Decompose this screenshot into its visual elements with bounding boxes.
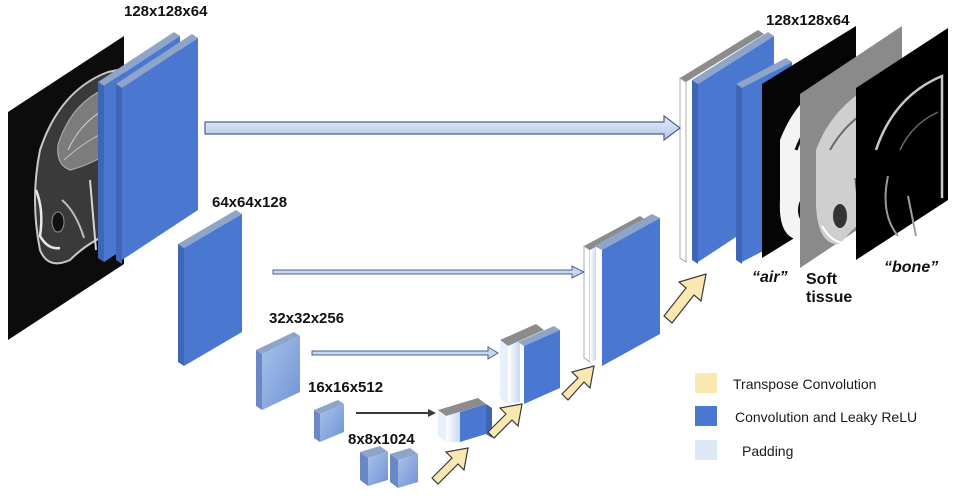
bottleneck-block-8 [360,446,418,488]
legend-label-conv: Convolution and Leaky ReLU [735,409,917,425]
size-label-64: 64x64x128 [212,194,287,211]
output-bone-image [856,28,948,260]
output-label-soft: Soft [806,271,838,288]
decoder-block-16 [438,398,492,442]
legend-label-padding: Padding [742,443,793,459]
size-label-8: 8x8x1024 [348,431,415,448]
skip-arrow-level4 [356,409,436,417]
legend-label-transpose: Transpose Convolution [733,376,876,392]
legend-swatch-transpose [695,373,717,393]
size-label-32: 32x32x256 [269,310,344,327]
size-label-16: 16x16x512 [308,379,383,396]
encoder-block-128 [98,32,198,264]
decoder-block-64 [583,214,660,366]
skip-arrow-level2 [272,265,586,279]
upconv-arrow-3 [561,365,595,401]
size-label-128-output: 128x128x64 [766,12,850,29]
upconv-arrow-2 [487,403,523,439]
legend: Transpose Convolution Convolution and Le… [695,373,917,460]
size-label-128-input: 128x128x64 [124,3,208,20]
skip-arrow-level3 [311,346,499,360]
legend-item-transpose: Transpose Convolution [695,373,876,393]
legend-item-padding: Padding [695,440,793,460]
output-label-air: “air” [752,269,788,286]
encoder-block-16 [314,400,344,442]
skip-arrow-level1 [204,114,681,142]
legend-swatch-conv [695,406,717,426]
output-label-tissue: tissue [806,289,852,306]
legend-item-conv: Convolution and Leaky ReLU [695,406,917,426]
output-label-bone: “bone” [884,259,938,276]
legend-swatch-padding [695,440,717,460]
encoder-block-64 [178,210,242,366]
decoder-block-32 [500,324,560,404]
upconv-arrow-1 [431,447,469,485]
upconv-arrow-4 [663,273,707,324]
encoder-block-32 [256,332,300,410]
